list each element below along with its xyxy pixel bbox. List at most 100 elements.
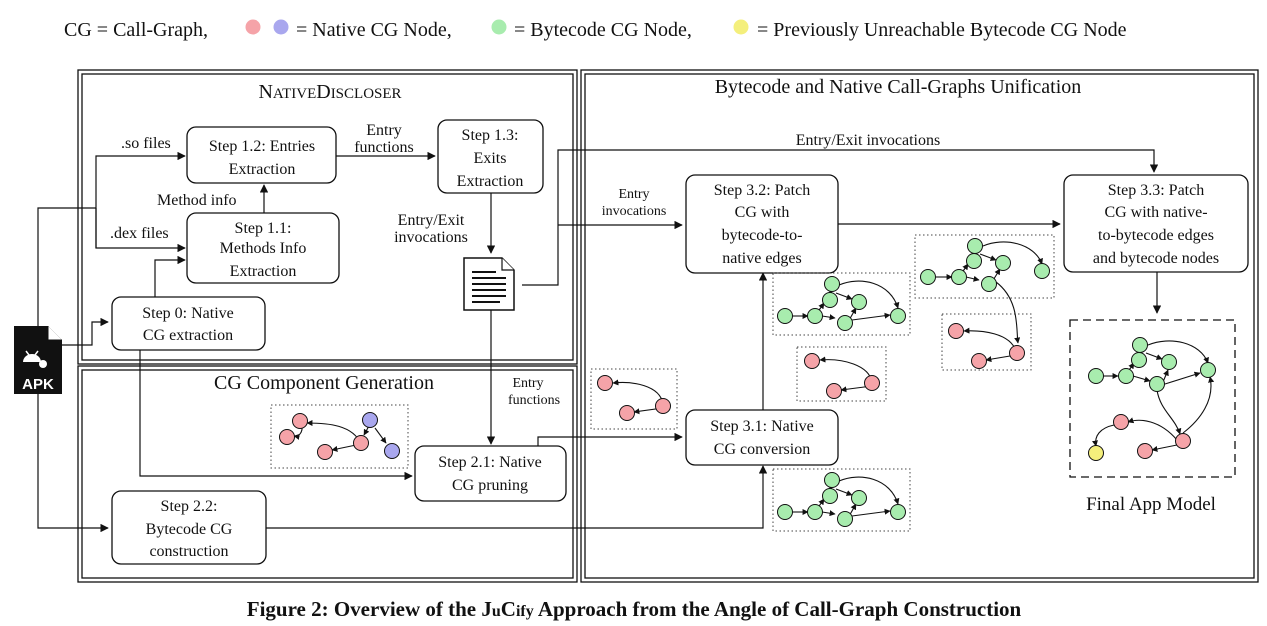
step-3-3-line1: Step 3.3: Patch	[1108, 182, 1204, 199]
apk-label: APK	[22, 376, 54, 393]
graph-node	[362, 412, 378, 428]
panel-unification: Bytecode and Native Call-Graphs Unificat…	[580, 69, 1259, 583]
graph-node	[837, 315, 853, 331]
step-2-2-line1: Step 2.2:	[161, 498, 218, 515]
legend-native-label: = Native CG Node,	[296, 19, 452, 41]
graph-node	[1200, 362, 1216, 378]
step-3-3-line3: to-bytecode edges	[1098, 227, 1214, 244]
so-files-label: .so files	[121, 135, 171, 152]
graph-node	[1113, 414, 1129, 430]
graph-node	[655, 398, 671, 414]
graph-node	[824, 472, 840, 488]
graph-node	[317, 444, 333, 460]
graph-node	[807, 308, 823, 324]
apk-file-icon: APK	[14, 326, 62, 394]
step-1-1-line3: Extraction	[230, 263, 297, 280]
graph-node	[777, 504, 793, 520]
graph-node	[948, 323, 964, 339]
graph-node	[890, 504, 906, 520]
graph-node	[920, 269, 936, 285]
graph-node	[1131, 352, 1147, 368]
method-info-label: Method info	[157, 192, 237, 209]
entry-functions-label-1: Entry	[366, 122, 402, 139]
graph-node	[1088, 368, 1104, 384]
graph-node	[971, 353, 987, 369]
graph-node	[1161, 354, 1177, 370]
graph-node	[1137, 443, 1153, 459]
edge-step22-to-step31	[238, 465, 768, 529]
step-1-2-line1: Step 1.2: Entries	[209, 138, 315, 155]
step-2-1-line1: Step 2.1: Native	[438, 454, 542, 471]
graph-node	[1034, 263, 1050, 279]
legend-unreachable-node-icon	[733, 19, 749, 35]
graph-node	[981, 276, 997, 292]
step-1-3-line2: Exits	[474, 150, 507, 167]
entry-invocations-label-2: invocations	[602, 204, 667, 219]
final-app-model-label: Final App Model	[1086, 494, 1216, 515]
graph-node	[1149, 376, 1165, 392]
legend-native-node-alt-icon	[273, 19, 289, 35]
step-3-2-line3: bytecode-to-	[722, 227, 803, 244]
graph-node	[1088, 445, 1104, 461]
entry-exit-invocations-label-2: invocations	[394, 229, 468, 246]
step-2-2-line3: construction	[149, 543, 228, 560]
step-3-2-box: Step 3.2: Patch CG with bytecode-to- nat…	[685, 174, 839, 274]
graph-node	[890, 308, 906, 324]
graph-node	[777, 308, 793, 324]
graph-node	[824, 276, 840, 292]
legend-cg-label: CG = Call-Graph,	[64, 19, 208, 41]
graph-node	[597, 375, 613, 391]
step-2-1-box: Step 2.1: Native CG pruning	[414, 445, 567, 502]
step-1-3-line3: Extraction	[457, 173, 524, 190]
edge-apk-to-step0	[62, 317, 109, 346]
step-2-2-box: Step 2.2: Bytecode CG construction	[111, 490, 267, 565]
step-1-2-line2: Extraction	[229, 161, 296, 178]
step-3-3-line2: CG with native-	[1104, 204, 1207, 221]
edge-step21-to-step31	[537, 432, 683, 446]
graph-node	[804, 353, 820, 369]
native-cg-graph	[270, 404, 409, 469]
edge-apk-to-step22	[37, 394, 109, 533]
entry-exit-invocations-label-1: Entry/Exit	[398, 212, 465, 229]
graph-node	[1118, 368, 1134, 384]
graph-node	[292, 413, 308, 429]
edge-labels: .so files .dex files Method info Entry f…	[110, 122, 940, 408]
step-1-3-line1: Step 1.3:	[462, 127, 519, 144]
legend: CG = Call-Graph, = Native CG Node, = Byt…	[64, 19, 1127, 41]
panel-native-discloser: NATIVEDISCLOSER	[77, 69, 578, 365]
step-1-1-line2: Methods Info	[220, 240, 307, 257]
graph-node	[864, 375, 880, 391]
step-3-1-line1: Step 3.1: Native	[710, 418, 814, 435]
edges	[37, 149, 1162, 533]
legend-bytecode-node-icon	[491, 19, 507, 35]
patched-cg-graph	[914, 234, 1055, 371]
graph-node	[851, 490, 867, 506]
document-icon	[463, 257, 515, 311]
graph-node	[967, 238, 983, 254]
entry-functions-2-label-2: functions	[508, 393, 560, 408]
entry-exit-invocations-top-label: Entry/Exit invocations	[796, 132, 940, 149]
graph-node	[279, 429, 295, 445]
bytecode-cg-graph-upper	[772, 272, 911, 336]
final-app-model-graph	[1069, 319, 1236, 478]
graph-node	[951, 269, 967, 285]
step-3-2-line4: native edges	[722, 250, 802, 267]
figure-caption: Figure 2: Overview of the JuCify Approac…	[247, 597, 1022, 621]
step-1-1-box: Step 1.1: Methods Info Extraction	[186, 212, 340, 284]
entry-functions-label-2: functions	[354, 139, 414, 156]
dex-files-label: .dex files	[110, 225, 169, 242]
legend-bytecode-label: = Bytecode CG Node,	[514, 19, 692, 41]
legend-unreachable-label: = Previously Unreachable Bytecode CG Nod…	[757, 19, 1127, 41]
step-3-3-box: Step 3.3: Patch CG with native- to-bytec…	[1063, 174, 1249, 273]
panel-cg-component-generation: CG Component Generation	[77, 365, 578, 583]
legend-native-node-icon	[245, 19, 261, 35]
panel-cg-component-title: CG Component Generation	[214, 372, 434, 394]
edge-apk-to-files	[37, 207, 96, 326]
graph-node	[1009, 345, 1025, 361]
step-1-2-box: Step 1.2: Entries Extraction	[186, 126, 337, 184]
step-3-1-box: Step 3.1: Native CG conversion	[685, 409, 839, 466]
edge-step0-to-step21	[139, 350, 413, 481]
panel-native-discloser-title: NATIVEDISCLOSER	[258, 81, 401, 103]
graph-node	[822, 292, 838, 308]
